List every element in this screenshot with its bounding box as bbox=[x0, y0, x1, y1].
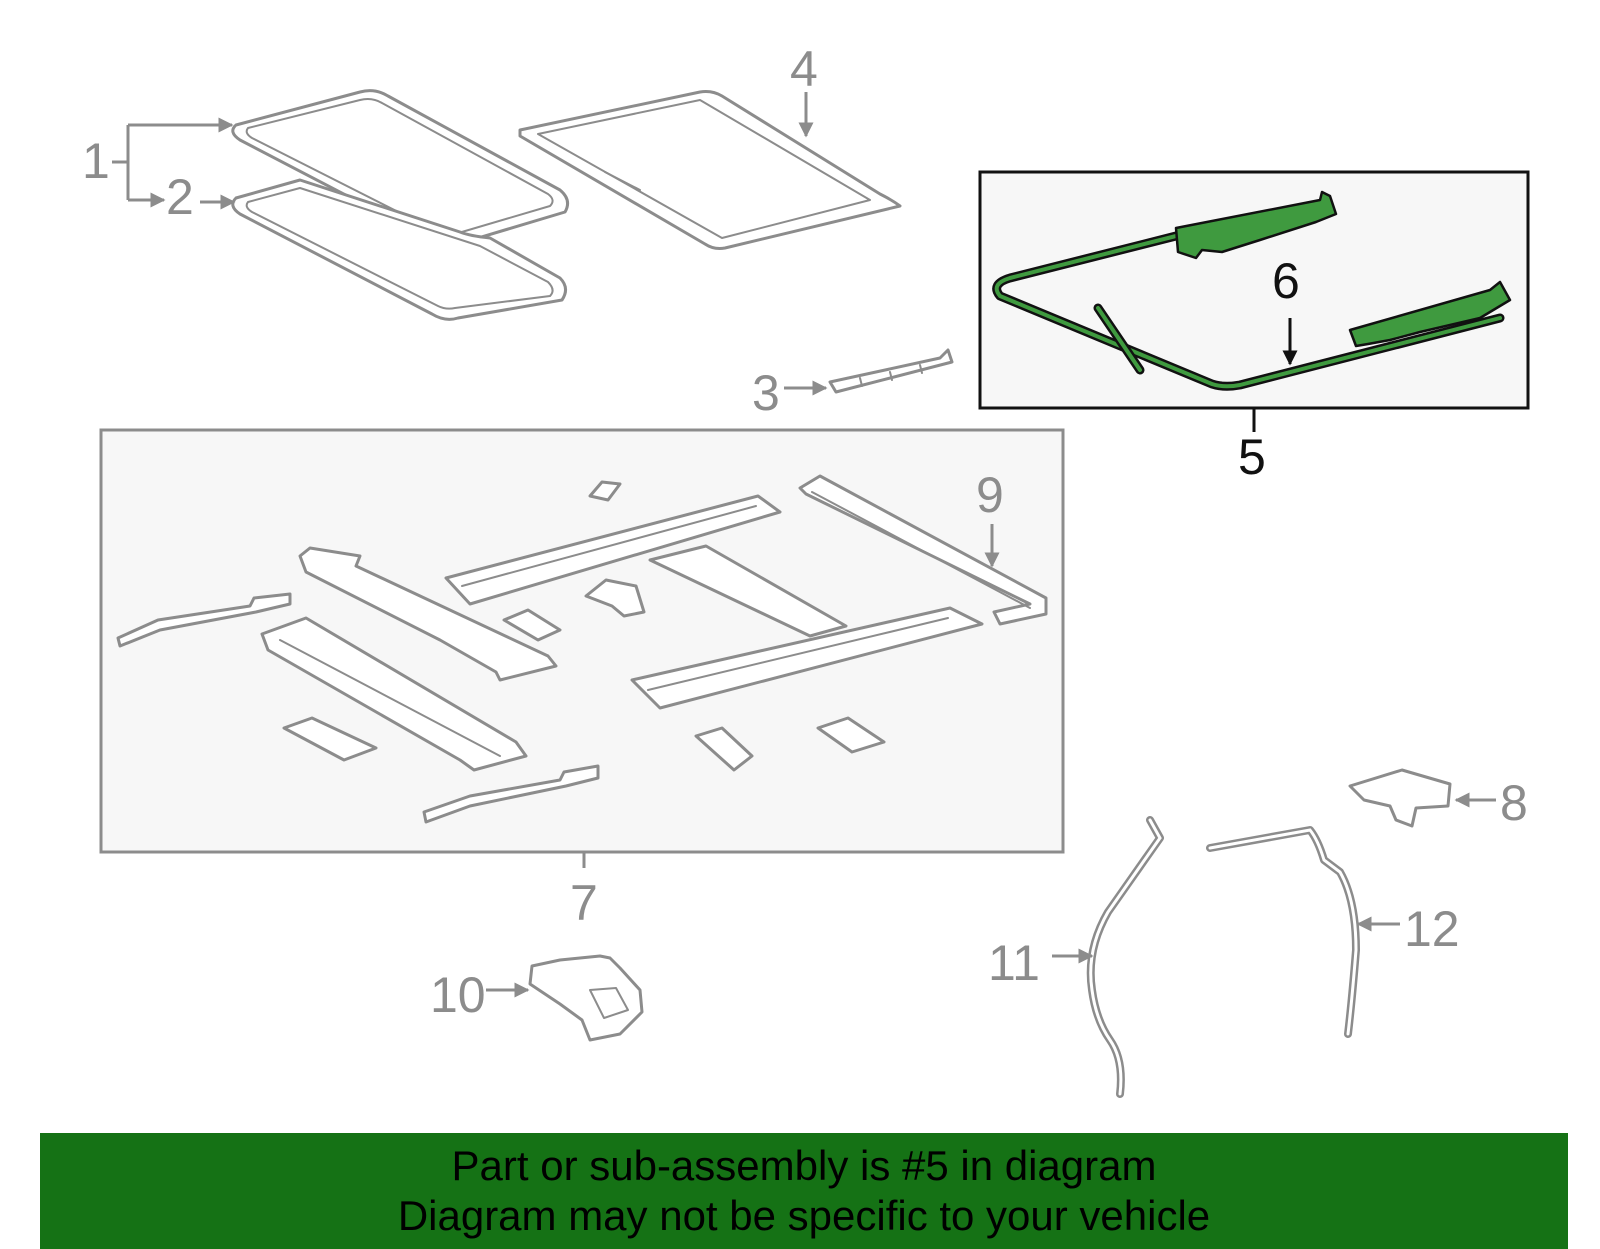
callout-10: 10 bbox=[430, 967, 486, 1023]
banner-line-1: Part or sub-assembly is #5 in diagram bbox=[451, 1142, 1157, 1189]
part-10-motor[interactable] bbox=[528, 954, 644, 1042]
info-banner: Part or sub-assembly is #5 in diagram Di… bbox=[40, 1133, 1568, 1249]
callout-9: 9 bbox=[976, 467, 1004, 523]
assembly-5-box bbox=[978, 170, 1530, 410]
part-4-sunshade[interactable] bbox=[518, 90, 902, 250]
callout-2: 2 bbox=[166, 169, 194, 225]
banner-line-2: Diagram may not be specific to your vehi… bbox=[397, 1192, 1211, 1239]
callout-11: 11 bbox=[988, 935, 1040, 991]
callout-12: 12 bbox=[1404, 901, 1460, 957]
part-8-bracket[interactable] bbox=[1348, 768, 1452, 828]
callout-4: 4 bbox=[790, 41, 818, 97]
callout-7: 7 bbox=[570, 875, 598, 931]
part-7-sunroof-housing[interactable] bbox=[116, 474, 1048, 824]
callout-3: 3 bbox=[752, 365, 780, 421]
part-12-drain-hose[interactable] bbox=[1206, 826, 1360, 1038]
callout-6: 6 bbox=[1272, 253, 1300, 309]
part-1-glass-panel[interactable] bbox=[231, 89, 570, 247]
part-2-glass-seal[interactable] bbox=[231, 178, 567, 321]
part-3-wind-deflector[interactable] bbox=[828, 348, 954, 394]
part-6-drain-hose-and-frame[interactable] bbox=[992, 190, 1512, 391]
callout-8: 8 bbox=[1500, 775, 1528, 831]
part-11-drain-hose[interactable] bbox=[1086, 816, 1164, 1098]
callout-1: 1 bbox=[82, 133, 110, 189]
callout-5: 5 bbox=[1238, 429, 1266, 485]
